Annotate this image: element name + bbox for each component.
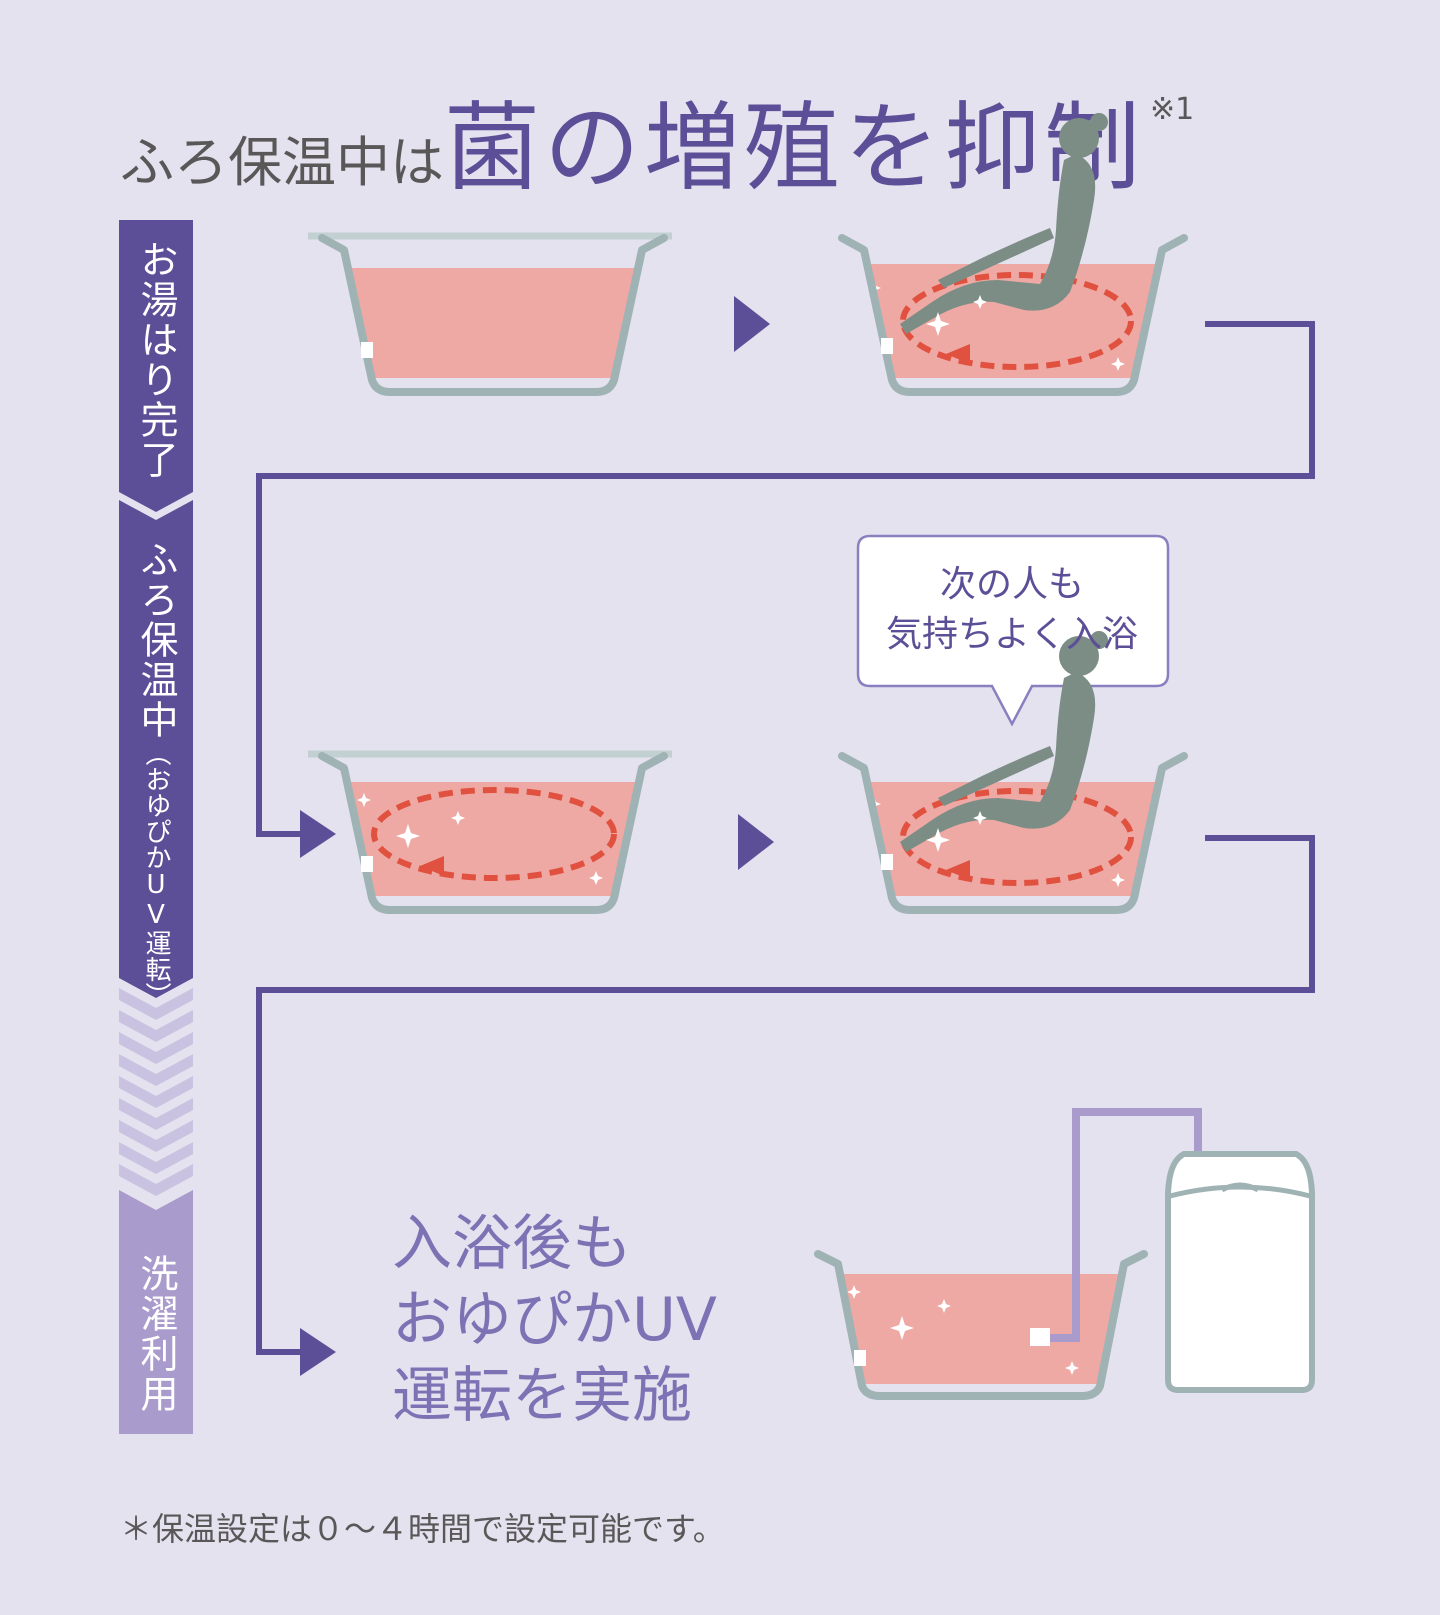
tub-bathing-1 — [842, 113, 1184, 392]
step-arrow-2 — [738, 814, 774, 870]
timeline-sublabel-keep: （おゆぴかUV運転） — [141, 740, 171, 1008]
timeline-label-fill: お湯はり完了 — [134, 240, 178, 480]
timeline-label-keep: ふろ保温中（おゆぴかUV運転） — [134, 540, 178, 1008]
final-message-line-2: おゆぴかUV — [392, 1285, 717, 1355]
title-note: ※1 — [1150, 92, 1195, 127]
flow-arrowheads — [300, 810, 336, 1376]
final-message-line-1: 入浴後も — [392, 1209, 632, 1279]
washing-machine — [1165, 1151, 1315, 1393]
timeline-segment-fill — [119, 220, 193, 512]
tub-bathing-2 — [842, 631, 1184, 910]
final-message: 入浴後も おゆぴかUV 運転を実施 — [392, 1206, 717, 1434]
bubble-line-2: 気持ちよく入浴 — [885, 614, 1138, 655]
final-message-line-3: 運転を実施 — [392, 1361, 692, 1431]
bubble-line-1: 次の人も — [939, 564, 1084, 605]
washer-hose — [1030, 1108, 1202, 1346]
timeline-label-laundry: 洗濯利用 — [134, 1254, 178, 1414]
timeline-segment-keep — [119, 500, 193, 998]
step-arrow-1 — [734, 296, 770, 352]
title-main: 菌の増殖を抑制 — [444, 92, 1144, 204]
tub-filled — [308, 232, 672, 392]
speech-bubble — [856, 534, 1170, 727]
timeline-bar — [119, 220, 193, 1434]
page-title: ふろ保温中は菌の増殖を抑制※1 — [120, 70, 1194, 209]
footnote: ＊保温設定は０～４時間で設定可能です。 — [120, 1510, 725, 1548]
timeline-chevrons — [119, 988, 193, 1196]
flow-connectors — [256, 321, 1315, 1355]
timeline-segment-laundry — [119, 1190, 193, 1434]
tub-warming — [308, 750, 672, 910]
bubble-text: 次の人も 気持ちよく入浴 — [856, 560, 1168, 660]
tub-laundry — [814, 1250, 1148, 1400]
title-prefix: ふろ保温中は — [120, 131, 444, 194]
